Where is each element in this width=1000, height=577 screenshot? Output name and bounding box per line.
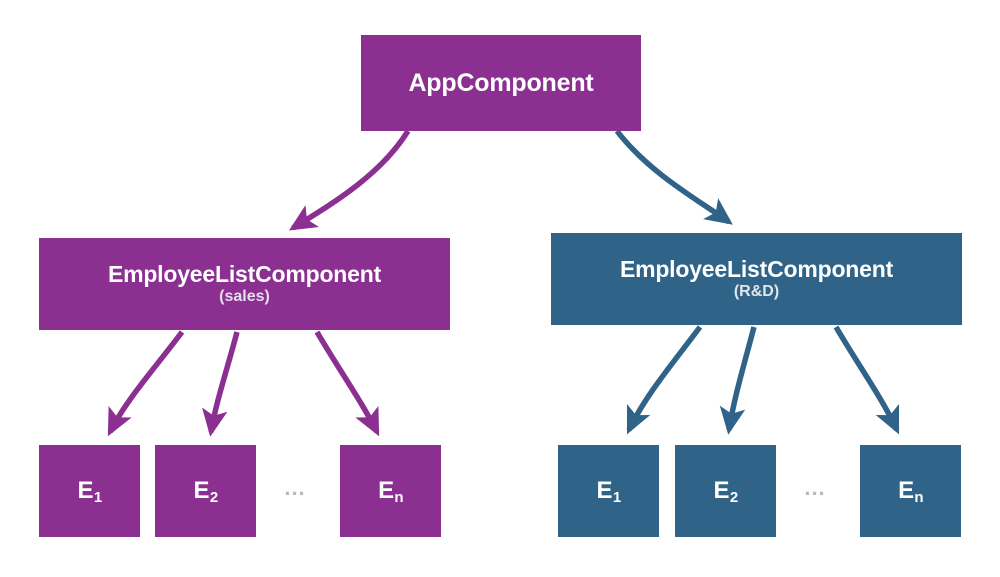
edge-sales-to-leaf-2 [202,331,240,437]
node-employee-rnd-n-label: En [898,477,924,507]
node-employee-rnd-2-label: E2 [713,477,739,507]
node-employee-sales-n[interactable]: En [340,445,441,537]
edge-rnd-to-leaf-1 [626,325,703,435]
edge-rnd-to-leaf-n [833,325,900,435]
node-employee-rnd-1-label: E1 [596,477,622,507]
edge-sales-to-leaf-1 [107,330,185,437]
node-employee-sales-1-label: E1 [77,477,103,507]
node-employee-sales-2[interactable]: E2 [155,445,256,537]
node-app-component[interactable]: AppComponent [361,35,641,131]
node-employee-list-component-rnd[interactable]: EmployeeListComponent (R&D) [551,233,962,325]
node-employee-sales-n-label: En [378,477,404,507]
edge-rnd-to-leaf-2 [719,326,757,435]
node-employee-list-component-rnd-subtitle: (R&D) [733,283,780,301]
edge-app-to-rnd [614,129,733,225]
node-employee-list-component-sales-label: EmployeeListComponent [107,261,382,288]
node-employee-list-component-sales-subtitle: (sales) [219,288,270,306]
node-employee-list-component-sales[interactable]: EmployeeListComponent (sales) [39,238,450,330]
node-employee-rnd-2[interactable]: E2 [675,445,776,537]
node-app-component-label: AppComponent [408,68,594,97]
ellipsis-sales: ... [284,475,306,500]
node-employee-sales-1[interactable]: E1 [39,445,140,537]
edge-sales-to-leaf-n [314,330,380,437]
edge-app-to-sales [288,129,411,231]
node-employee-rnd-1[interactable]: E1 [558,445,659,537]
node-employee-sales-2-label: E2 [193,477,219,507]
node-employee-list-component-rnd-label: EmployeeListComponent [619,256,894,283]
ellipsis-rnd: ... [804,475,826,500]
node-employee-rnd-n[interactable]: En [860,445,961,537]
